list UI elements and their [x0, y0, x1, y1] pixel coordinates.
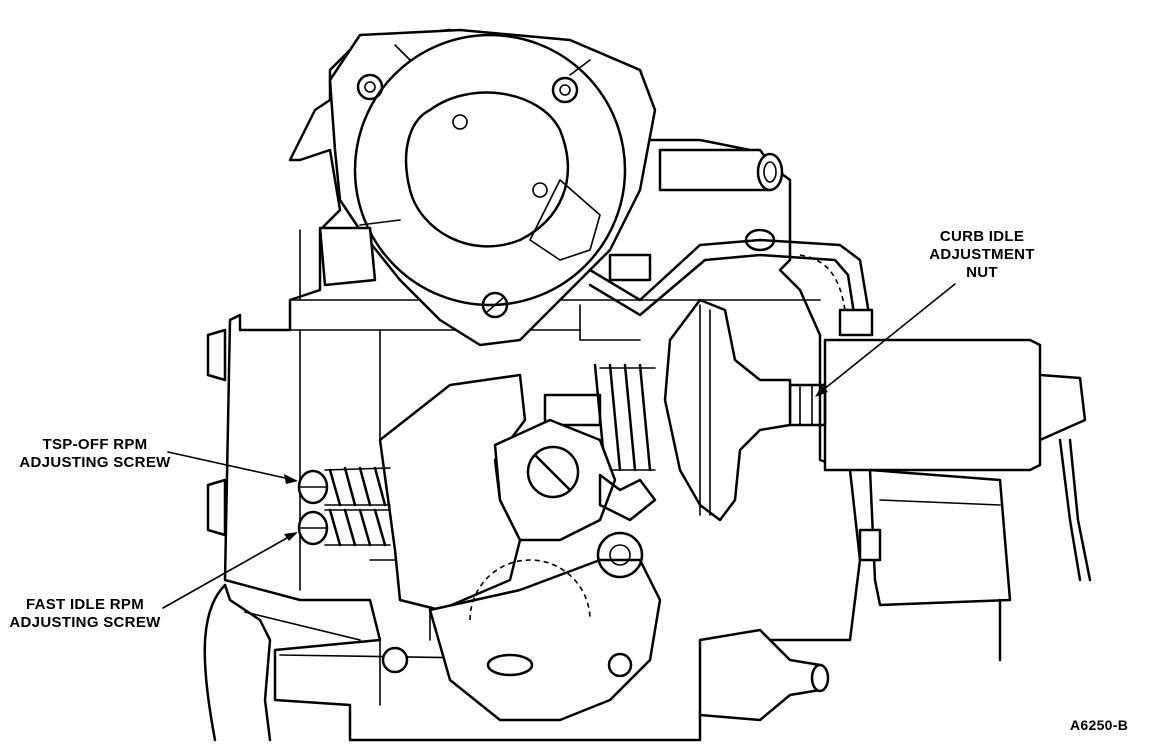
curb-idle-line-3: NUT — [966, 264, 998, 281]
vent-tube — [658, 148, 784, 192]
fast-idle-line-2: ADJUSTING SCREW — [9, 614, 161, 631]
curb-idle-line-1: CURB IDLE — [939, 228, 1025, 245]
fast-idle-rpm-label: FAST IDLE RPM ADJUSTING SCREW — [5, 596, 165, 632]
manifold-base — [203, 583, 361, 742]
tsp-off-rpm-screw — [297, 466, 391, 507]
throttle-lever — [378, 373, 662, 722]
tsp-off-rpm-label: TSP-OFF RPM ADJUSTING SCREW — [15, 436, 175, 472]
bottom-fittings — [381, 528, 882, 722]
curb-idle-line-2: ADJUSTMENT — [929, 246, 1035, 263]
leader-lines — [162, 283, 956, 609]
fuel-line — [588, 228, 874, 337]
curb-idle-adjustment-nut-label: CURB IDLE ADJUSTMENT NUT — [922, 228, 1042, 282]
fast-idle-rpm-screw — [297, 508, 391, 547]
solenoid — [788, 338, 1092, 662]
tsp-off-line-1: TSP-OFF RPM — [42, 436, 148, 453]
tsp-diaphragm — [543, 298, 792, 522]
tsp-off-line-2: ADJUSTING SCREW — [19, 454, 171, 471]
air-horn — [328, 28, 657, 347]
side-bolts — [206, 226, 652, 537]
figure-code: A6250-B — [1070, 717, 1129, 733]
fast-idle-line-1: FAST IDLE RPM — [25, 596, 145, 613]
